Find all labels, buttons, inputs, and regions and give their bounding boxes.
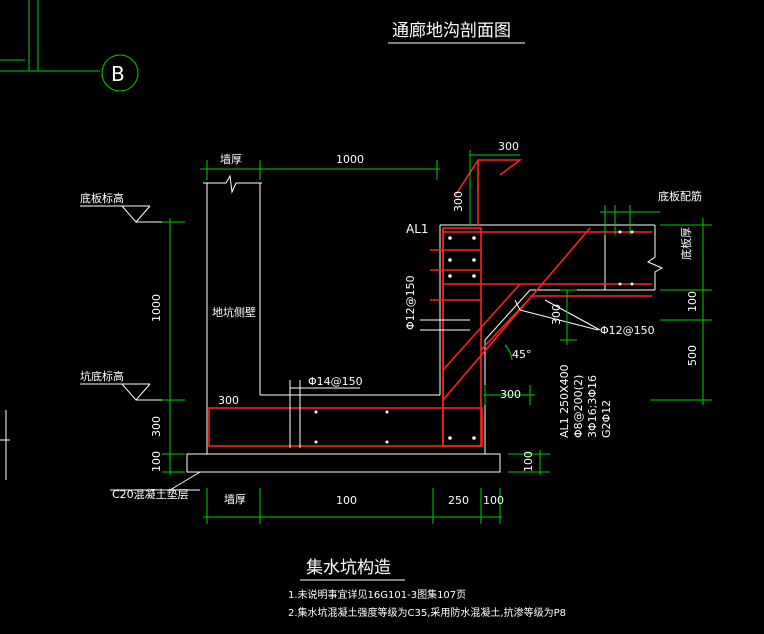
dim-bottom-250: 250 xyxy=(448,494,469,507)
dim-bar-len-left: 300 xyxy=(218,394,239,407)
dim-top-span: 1000 xyxy=(336,153,364,166)
leaders xyxy=(110,299,601,491)
dim-bar-vert: 300 xyxy=(452,191,465,212)
dimension-text: 1000 300 300 1000 300 100 300 300 300 10… xyxy=(150,140,699,507)
dimensions xyxy=(162,150,712,524)
dim-bottom-100: 100 xyxy=(483,494,504,507)
label-angle: 45° xyxy=(512,348,532,361)
label-beam-id: AL1 xyxy=(406,222,429,236)
dim-right-100: 100 xyxy=(522,451,535,472)
label-wall-thk-top: 墙厚 xyxy=(220,152,242,166)
beam-spec-line: 3Φ16;3Φ16 xyxy=(586,375,599,438)
label-wall-side: 地坑侧壁 xyxy=(212,305,256,319)
rebar xyxy=(208,159,652,447)
grid-marker-circle xyxy=(101,54,139,92)
dim-depth: 1000 xyxy=(150,294,163,322)
label-rebar-c: Φ14@150 xyxy=(308,375,363,388)
beam-spec-line: G2Φ12 xyxy=(600,400,613,438)
beam-spec-line: AL1 250X400 xyxy=(558,364,571,438)
dim-cushion-100: 100 xyxy=(150,451,163,472)
dim-right-100b: 100 xyxy=(686,291,699,312)
dim-chamfer-vert-300: 300 xyxy=(550,304,563,325)
drawing-title: 通廊地沟剖面图 xyxy=(392,21,511,41)
note-line: 1.未说明事宜详见16G101-3图集107页 xyxy=(288,588,466,601)
label-rebar-a: Φ12@150 xyxy=(404,275,417,330)
dim-right-500: 500 xyxy=(686,345,699,366)
section-title: 集水坑构造 xyxy=(306,558,391,578)
label-rebar-b: Φ12@150 xyxy=(600,324,655,337)
label-slab-thk: 底板厚 xyxy=(679,227,693,260)
label-pit-elev: 坑底标高 xyxy=(80,369,124,383)
label-floor-elev: 底板标高 xyxy=(80,191,124,205)
rebar-dots xyxy=(314,230,634,444)
beam-spec-line: Φ8@200(2) xyxy=(572,375,585,438)
grid-lines xyxy=(0,0,100,72)
elev-symbols xyxy=(80,205,180,401)
dim-chamfer-300: 300 xyxy=(500,388,521,401)
label-cushion: C20混凝土垫层 xyxy=(112,487,189,501)
dim-bar-len-top: 300 xyxy=(498,140,519,153)
text-labels: 底板标高 坑底标高 地坑侧壁 墙厚 墙厚 底板配筋 底板厚 C20混凝土垫层 A… xyxy=(80,152,702,506)
note-line: 2.集水坑混凝土强度等级为C35,采用防水混凝土,抗渗等级为P8 xyxy=(288,606,566,619)
label-wall-thk-bottom: 墙厚 xyxy=(224,492,246,506)
beam-spec: AL1 250X400 Φ8@200(2) 3Φ16;3Φ16 G2Φ12 xyxy=(558,364,613,438)
dim-bottom-300: 300 xyxy=(150,416,163,437)
label-slab-reinf: 底板配筋 xyxy=(658,189,702,203)
dim-bottom-span: 100 xyxy=(336,494,357,507)
grid-marker-label: B xyxy=(111,62,125,86)
